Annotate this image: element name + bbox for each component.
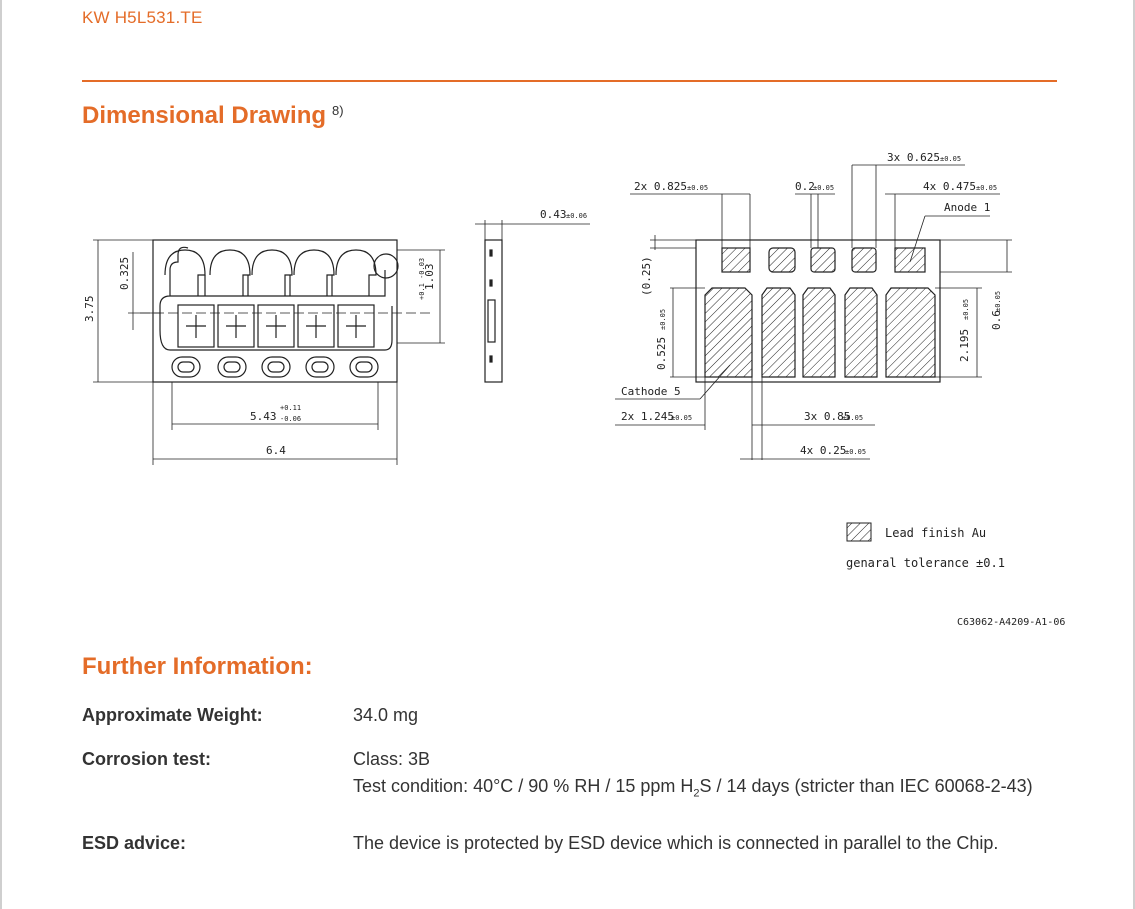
dim-2195: 2.195	[958, 329, 971, 362]
page-edge-left	[0, 0, 2, 909]
dim-side-thickness-tol: ±0.06	[566, 212, 587, 220]
dim-06: 0.6	[990, 310, 1003, 330]
bottom-view	[695, 239, 941, 383]
legend-tolerance: genaral tolerance ±0.1	[846, 556, 1005, 570]
dim-width-inner-tol-plus: +0.11	[280, 404, 301, 412]
info-label-weight: Approximate Weight:	[82, 705, 263, 725]
footnote-marker: 8)	[332, 103, 344, 118]
dim-0525: 0.525	[655, 337, 668, 370]
legend-lead-finish	[846, 522, 872, 542]
info-value-weight: 34.0 mg	[353, 705, 419, 725]
dim-pad-2x-1245-tol: ±0.05	[671, 414, 692, 422]
dim-height-lens-tol: +0.1 -0.03	[418, 258, 426, 300]
dim-2195-tol: ±0.05	[962, 299, 970, 320]
dim-0525-tol: ±0.05	[659, 309, 667, 330]
drawing-code: C63062-A4209-A1-06	[957, 617, 1065, 628]
corrosion-condition: Test condition: 40°C / 90 % RH / 15 ppm …	[353, 776, 1033, 800]
legend-lead-finish-label: Lead finish Au	[885, 526, 986, 540]
header-rule	[82, 80, 1057, 82]
dim-06-tol: ±0.05	[994, 291, 1002, 312]
side-view	[475, 220, 590, 383]
dim-pad-3x-085-tol: ±0.05	[842, 414, 863, 422]
dim-pad-02: 0.2	[795, 180, 815, 193]
info-value-esd: The device is protected by ESD device wh…	[353, 833, 999, 853]
dim-width-inner-tol-minus: -0.06	[280, 415, 301, 423]
dim-width-inner: 5.43	[250, 410, 277, 423]
dim-pad-3x-0625: 3x 0.625	[887, 151, 940, 164]
info-value-corrosion: Class: 3B Test condition: 40°C / 90 % RH…	[353, 746, 1053, 808]
page-edge-right	[1133, 0, 1135, 909]
label-anode: Anode 1	[944, 201, 990, 214]
section-title-further-information: Further Information:	[82, 653, 313, 680]
dim-pad-4x-025-tol: ±0.05	[845, 448, 866, 456]
dim-height-pad: 0.325	[118, 257, 131, 290]
dim-pad-2x-0825: 2x 0.825	[634, 180, 687, 193]
dim-pad-3x-085: 3x 0.85	[804, 410, 850, 423]
document-id: KW H5L531.TE	[82, 8, 203, 27]
corrosion-class: Class: 3B	[353, 749, 431, 769]
dim-025: (0.25)	[640, 256, 653, 296]
info-label-corrosion: Corrosion test:	[82, 749, 212, 769]
dim-pad-4x-0475-tol: ±0.05	[976, 184, 997, 192]
dim-side-thickness: 0.43	[540, 208, 567, 221]
dim-pad-4x-0475: 4x 0.475	[923, 180, 976, 193]
dim-pad-4x-025: 4x 0.25	[800, 444, 846, 457]
dim-pad-2x-1245: 2x 1.245	[621, 410, 674, 423]
dim-height-total: 3.75	[83, 296, 96, 323]
dim-pad-3x-0625-tol: ±0.05	[940, 155, 961, 163]
dim-pad-2x-0825-tol: ±0.05	[687, 184, 708, 192]
label-cathode: Cathode 5	[621, 385, 681, 398]
dim-height-lens: 1.03	[423, 264, 436, 291]
info-label-esd: ESD advice:	[82, 833, 187, 853]
dim-width-total: 6.4	[266, 444, 286, 457]
top-view	[140, 239, 430, 383]
dim-pad-02-tol: ±0.05	[813, 184, 834, 192]
